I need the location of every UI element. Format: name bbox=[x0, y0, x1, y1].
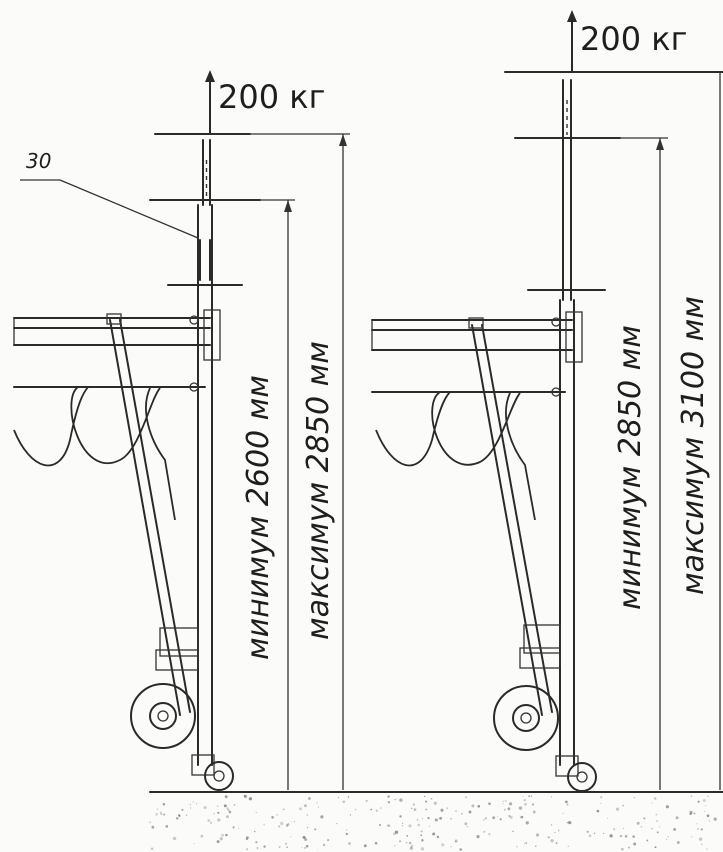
callout-30: 30 bbox=[20, 149, 199, 239]
load-label-right: 200 кг bbox=[580, 20, 687, 58]
wheel-assembly-right bbox=[493, 624, 597, 792]
wheel-assembly-left bbox=[130, 627, 234, 791]
max-height-label-left: максимум 2850 мм bbox=[301, 341, 336, 640]
dimension-lines-left bbox=[210, 133, 350, 790]
max-height-label-right: максимум 3100 мм bbox=[676, 296, 711, 595]
lift-assembly-right: 200 кг минимум 2850 мм максимум 3100 мм bbox=[371, 10, 723, 792]
min-height-label-right: минимум 2850 мм bbox=[613, 325, 648, 610]
mast-right bbox=[551, 79, 583, 766]
load-label-left: 200 кг bbox=[218, 78, 325, 116]
min-height-label-left: минимум 2600 мм bbox=[241, 375, 276, 660]
cable-loops-right bbox=[375, 391, 536, 521]
load-arrow-right bbox=[567, 10, 577, 73]
rail-beam-right bbox=[371, 319, 573, 393]
cable-loops-left bbox=[13, 386, 176, 521]
callout-number: 30 bbox=[26, 149, 51, 173]
dimension-lines-right bbox=[574, 72, 721, 790]
platforms-left bbox=[149, 133, 261, 286]
ground bbox=[149, 791, 723, 851]
lift-assembly-left: 30 200 кг минимум 2600 мм максимум 2850 … bbox=[13, 70, 350, 791]
platforms-right bbox=[504, 71, 723, 291]
mast-left bbox=[189, 139, 221, 766]
diagonal-brace-right bbox=[468, 317, 553, 716]
diagonal-brace-left bbox=[106, 313, 191, 716]
load-arrow-left bbox=[205, 70, 215, 135]
